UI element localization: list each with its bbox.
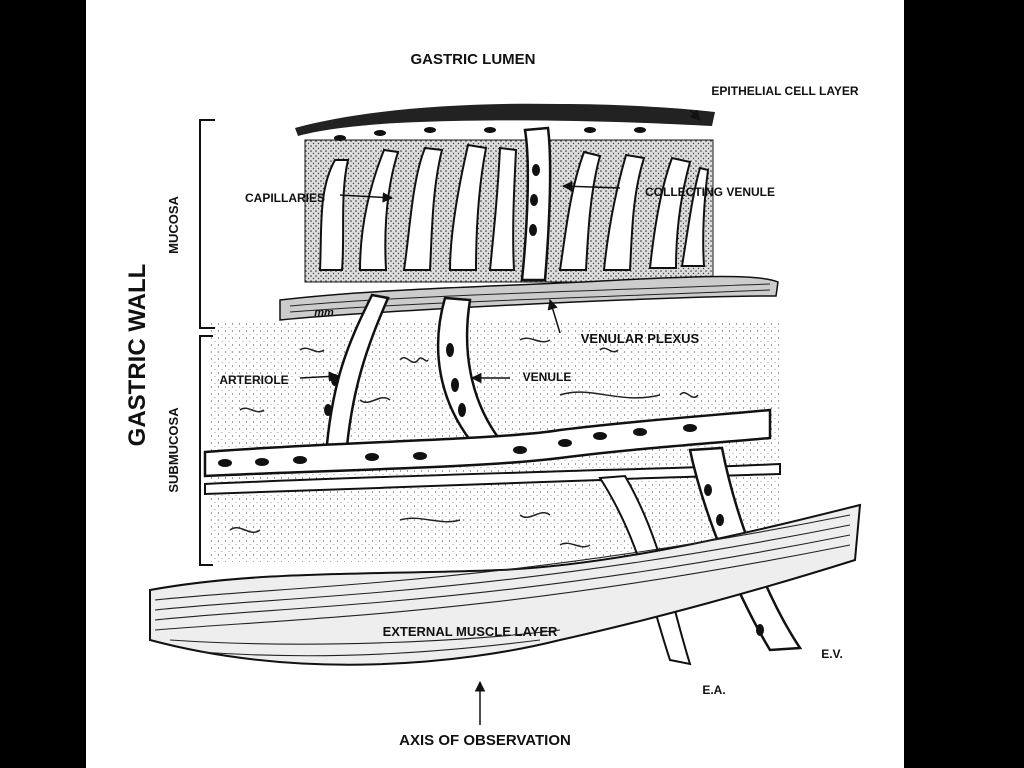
collecting-venule-label: COLLECTING VENULE: [645, 185, 775, 199]
epithelial-layer: [295, 103, 715, 136]
submucosa-label: SUBMUCOSA: [166, 407, 181, 493]
venular-plexus-label: VENULAR PLEXUS: [581, 331, 700, 346]
connective-fibres: [229, 337, 699, 548]
capillaries-label: CAPILLARIES: [245, 191, 325, 205]
gastric-wall-label: GASTRIC WALL: [124, 264, 151, 447]
mucosa-bracket: [199, 119, 215, 329]
ea-label: E.A.: [702, 683, 725, 697]
submucosa-bracket: [199, 335, 213, 566]
arteriole-label: ARTERIOLE: [219, 373, 288, 387]
external-muscle-label: EXTERNAL MUSCLE LAYER: [383, 624, 558, 639]
mucosa-label: MUCOSA: [166, 196, 181, 254]
capillary-network: [318, 143, 710, 271]
mm-label: mm: [314, 307, 334, 319]
muscularis-mucosae: [279, 275, 779, 321]
submucosal-venule-channel: [203, 408, 772, 478]
venule-label: VENULE: [523, 370, 572, 384]
external-muscle-layer: [149, 503, 862, 666]
submucosal-arteriole-channel: [204, 462, 781, 496]
axis-label: AXIS OF OBSERVATION: [399, 732, 571, 749]
ev-label: E.V.: [821, 647, 843, 661]
gastric-lumen-label: GASTRIC LUMEN: [411, 51, 536, 68]
epithelial-label: EPITHELIAL CELL LAYER: [711, 84, 858, 98]
